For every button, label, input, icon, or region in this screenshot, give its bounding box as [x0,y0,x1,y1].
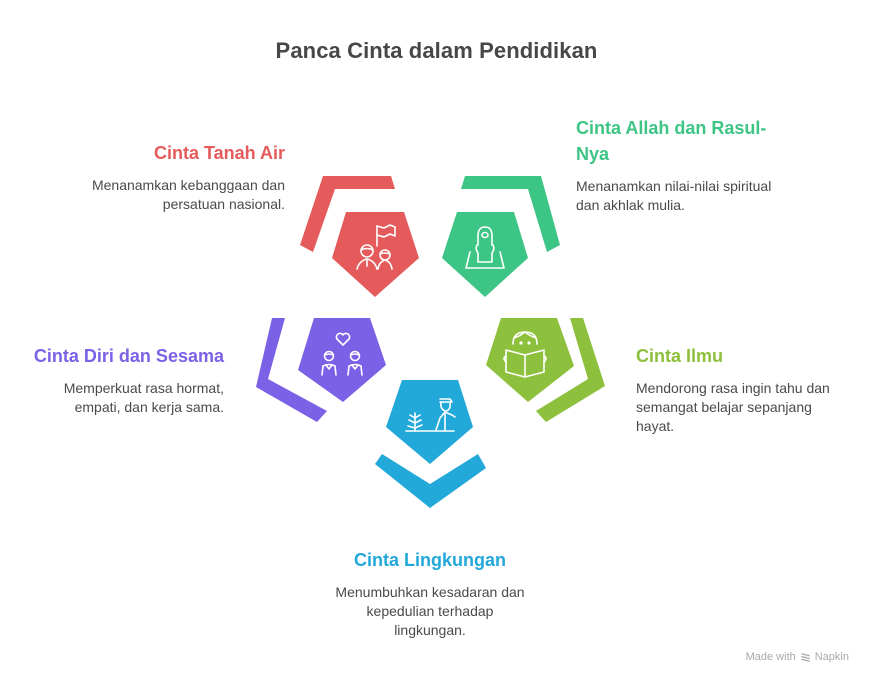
item-description-line: Menanamkan nilai-nilai spiritual [576,178,772,194]
item-title: Cinta Lingkungan [354,550,506,570]
item-description-line: empati, dan kerja sama. [74,399,224,415]
made-with-napkin-footer[interactable]: Made with Napkin [746,651,849,663]
pentagon-tanah-air [332,212,419,297]
item-ilmu: Cinta Ilmu Mendorong rasa ingin tahu dan… [636,343,866,436]
segment-lingkungan [375,380,486,508]
pentagon-lingkungan [386,380,473,464]
item-title: Cinta Diri dan Sesama [33,346,224,366]
two-people-with-heart-icon [321,332,363,376]
item-description-line: dan akhlak mulia. [576,197,685,213]
item-diri-sesama: Cinta Diri dan Sesama Memperkuat rasa ho… [10,343,224,417]
item-title-line: Cinta Allah dan Rasul- [576,118,767,138]
napkin-brand-label: Napkin [814,651,849,663]
item-lingkungan: Cinta Lingkungan Menumbuhkan kesadaran d… [300,547,560,640]
item-description-line: Memperkuat rasa hormat, [63,380,224,396]
chevron-diri-sesama [256,318,327,422]
item-description-line: Mendorong rasa ingin tahu dan [636,380,830,396]
item-description-line: semangat belajar sepanjang [636,399,812,415]
child-reading-book-icon [503,331,547,378]
item-description-line: lingkungan. [394,622,466,638]
person-planting-tree-icon [405,398,456,432]
chevron-lingkungan [375,454,486,508]
segment-tanah-air [300,176,419,297]
children-with-flag-icon [356,224,396,270]
item-description-line: hayat. [636,418,675,434]
chevron-allah-rasul [461,176,560,252]
pentagon-ilmu [486,318,574,402]
item-description-line: persatuan nasional. [162,196,285,212]
napkin-logo-icon [800,652,810,662]
made-with-label: Made with [745,651,796,663]
item-description-line: Menumbuhkan kesadaran dan [335,584,525,600]
page-title: Panca Cinta dalam Pendidikan [275,38,598,63]
pentagon-diri-sesama [298,318,386,402]
pentagon-allah-rasul [442,212,528,297]
item-description-line: kepedulian terhadap [366,603,494,619]
item-title: Cinta Ilmu [636,346,724,366]
chevron-tanah-air [300,176,395,252]
segment-ilmu [486,318,605,422]
chevron-ilmu [536,318,605,422]
person-praying-on-mat-icon [465,226,505,269]
item-title-line: Nya [576,144,610,164]
item-description-line: Menanamkan kebanggaan dan [91,177,285,193]
item-allah-rasul: Cinta Allah dan Rasul- Nya Menanamkan ni… [576,115,836,215]
item-title: Cinta Tanah Air [153,143,285,163]
segment-diri-sesama [256,318,386,422]
segment-allah-rasul [442,176,560,297]
item-tanah-air: Cinta Tanah Air Menanamkan kebanggaan da… [40,140,285,214]
